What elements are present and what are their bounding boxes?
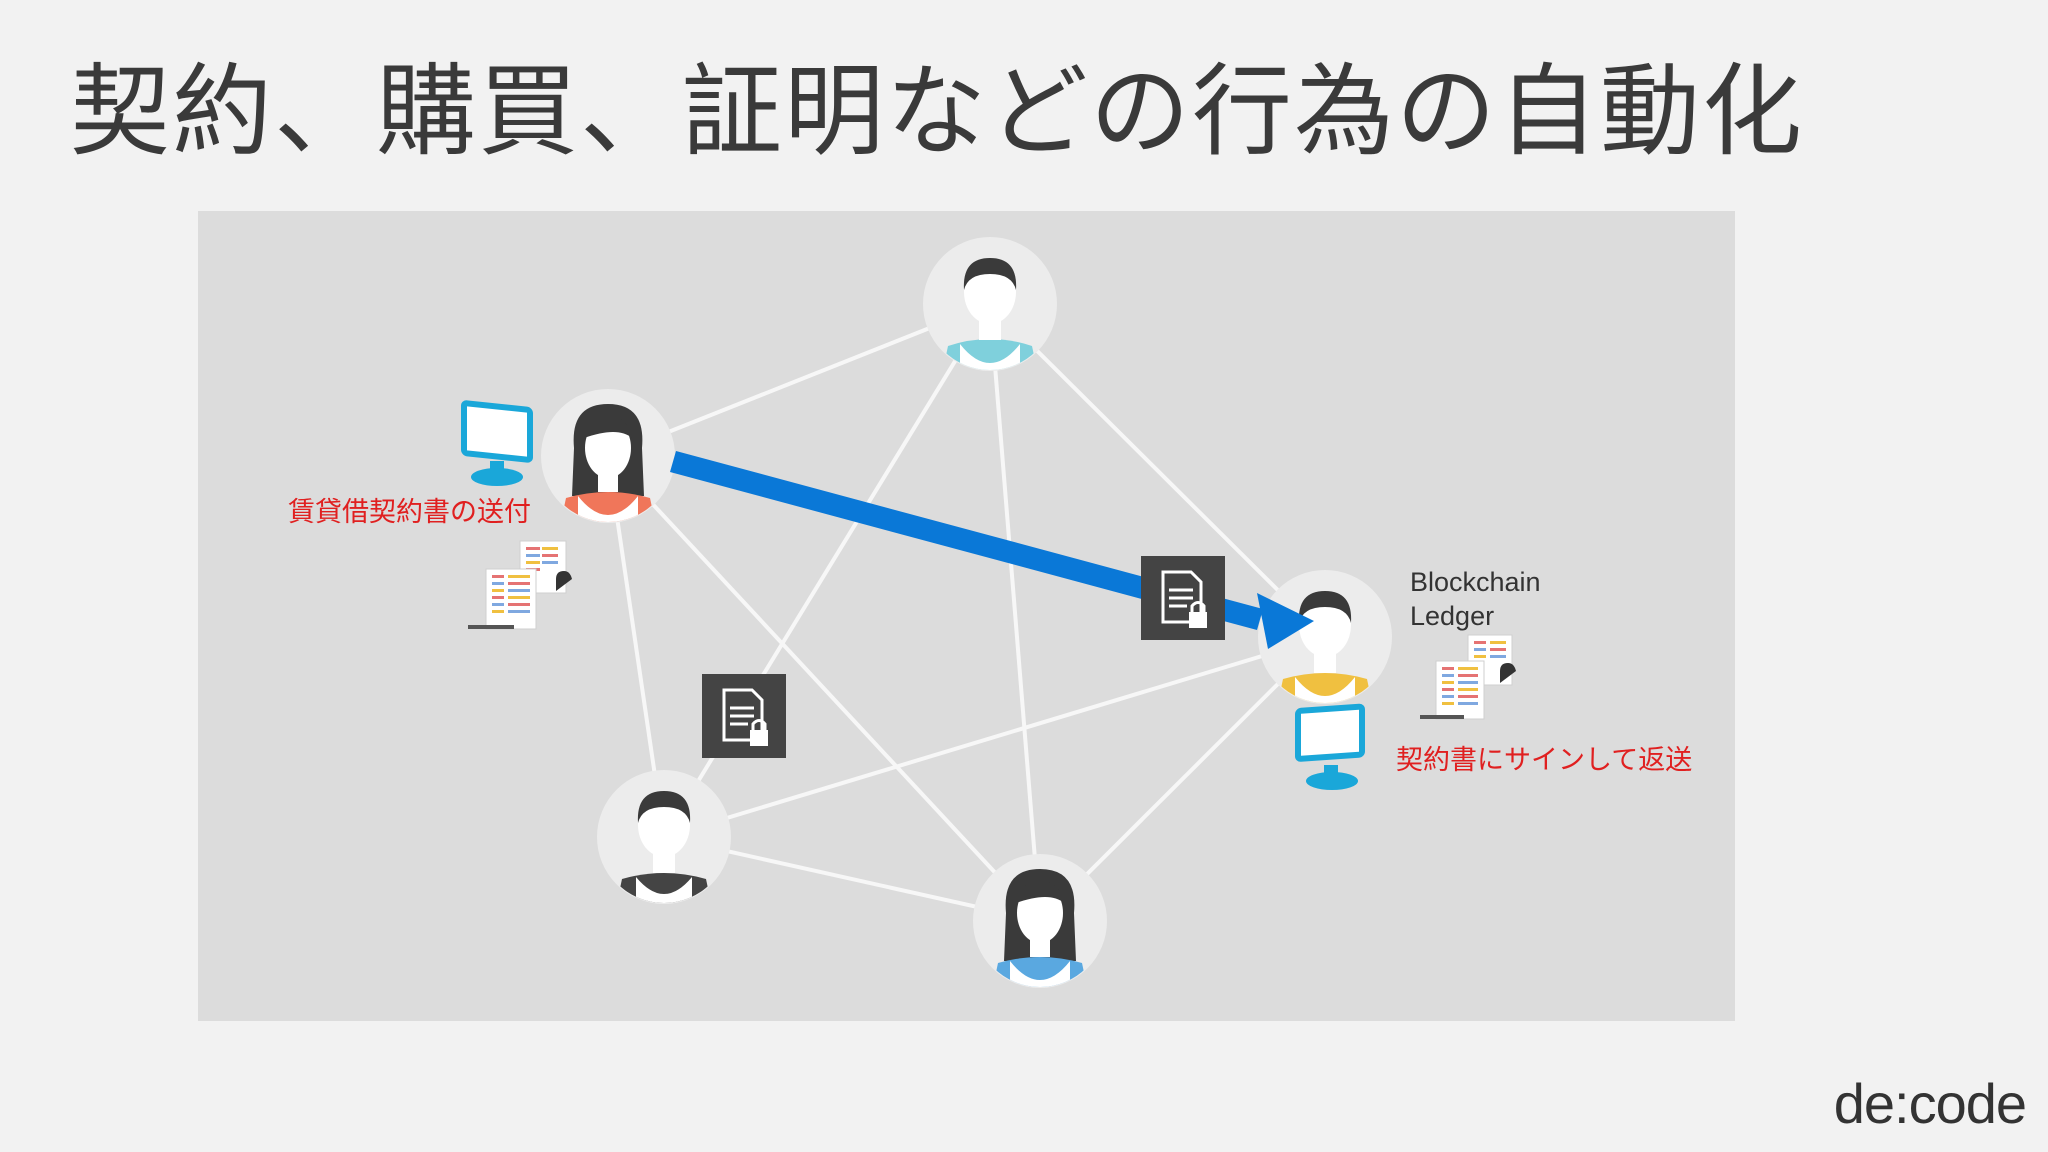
person-node-bottom-left xyxy=(597,770,731,904)
diagram-panel: 賃貸借契約書の送付 Blockchain Ledger 契約書にサインして返送 xyxy=(198,211,1735,1021)
label-sign-return: 契約書にサインして返送 xyxy=(1396,745,1693,776)
label-blockchain-ledger: Blockchain Ledger xyxy=(1410,566,1541,634)
locked-document-icon xyxy=(1141,556,1225,640)
ledger-stack-icon xyxy=(1420,634,1516,720)
person-node-top xyxy=(923,237,1057,371)
brand-logo: de:code xyxy=(1833,1072,2027,1135)
label-ledger-line2: Ledger xyxy=(1410,600,1495,631)
person-node-bottom xyxy=(973,854,1107,988)
person-node-right xyxy=(1258,570,1392,704)
edge-left-top xyxy=(607,302,991,458)
slide-title: 契約、購買、証明などの行為の自動化 xyxy=(70,53,1804,170)
label-send-contract: 賃貸借契約書の送付 xyxy=(288,497,531,528)
edge-top-right xyxy=(988,302,1327,639)
person-node-left xyxy=(541,389,675,523)
network-edges xyxy=(606,302,1327,923)
transfer-arrow-icon xyxy=(670,451,1314,649)
label-ledger-line1: Blockchain xyxy=(1410,567,1541,597)
locked-document-icon xyxy=(702,674,786,758)
edge-bottomleft-right xyxy=(663,635,1326,839)
edge-left-bottom xyxy=(606,454,1042,923)
computer-monitor-icon xyxy=(1295,703,1365,790)
edge-bottom-right xyxy=(1038,635,1327,923)
computer-monitor-icon xyxy=(461,400,533,486)
ledger-stack-icon xyxy=(468,540,572,630)
edge-top-bottom xyxy=(988,303,1042,922)
network-diagram xyxy=(461,237,1516,988)
